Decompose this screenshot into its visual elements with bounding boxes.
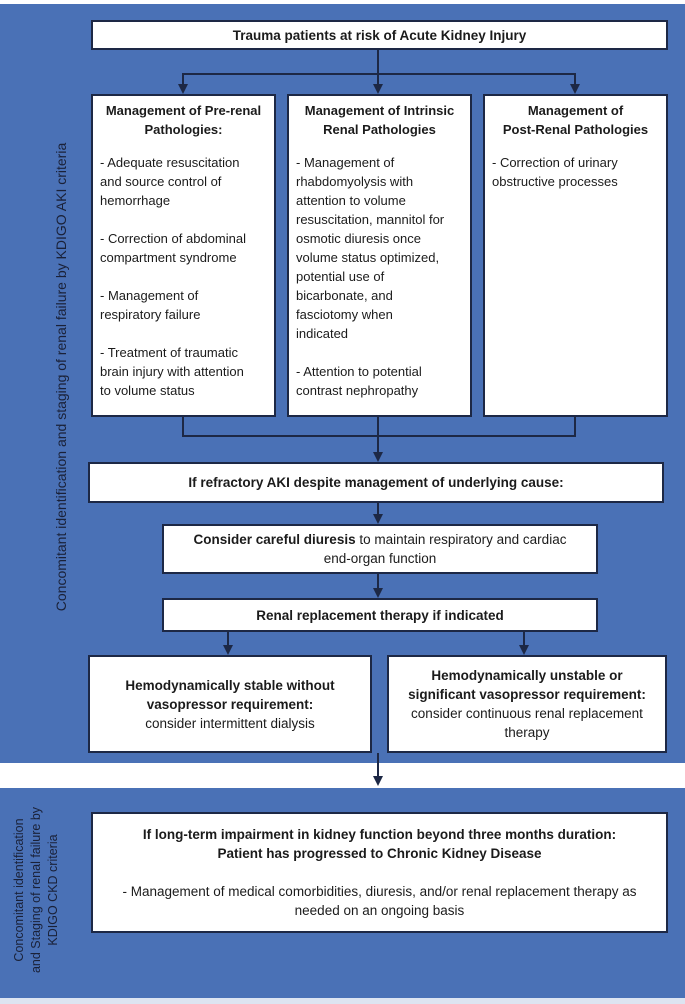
unstable-rest-text: consider continuous renal replacement th… [411, 706, 643, 740]
connector-diuresis-rrt [377, 574, 379, 588]
node-intrinsic-title: Management of Intrinsic Renal Pathologie… [304, 103, 455, 137]
connector-postrenal-down [574, 417, 576, 437]
connector-intrinsic-down [377, 417, 379, 437]
aki-side-label: Concomitant identification and staging o… [53, 142, 69, 612]
node-prerenal-management: Management of Pre-renal Pathologies: - A… [91, 94, 276, 417]
connector-rrt-unstable [523, 632, 525, 646]
connector-merge-hbar [182, 435, 576, 437]
node-chronic-kidney-disease: If long-term impairment in kidney functi… [91, 812, 668, 933]
arrowhead-prerenal [178, 84, 188, 94]
node-careful-diuresis-text: Consider careful diuresis to maintain re… [194, 530, 567, 568]
connector-refractory-diuresis [377, 503, 379, 515]
bottom-edge-strip [0, 998, 685, 1004]
prerenal-item: - Management of respiratory failure [100, 288, 201, 322]
connector-merge-stem [377, 437, 379, 453]
node-refractory-aki-text: If refractory AKI despite management of … [188, 475, 564, 490]
ckd-side-label: Concomitant identification and Staging o… [12, 806, 60, 974]
node-hemodynamically-stable: Hemodynamically stable without vasopress… [88, 655, 372, 753]
node-prerenal-title: Management of Pre-renal Pathologies: [105, 103, 262, 137]
connector-trauma-hbar [182, 73, 576, 75]
arrowhead-ckd [373, 776, 383, 786]
node-careful-diuresis: Consider careful diuresis to maintain re… [162, 524, 598, 574]
diuresis-bold-text: Consider careful diuresis [193, 532, 356, 547]
node-postrenal-title: Management of Post-Renal Pathologies [502, 103, 649, 137]
ckd-body-text: - Management of medical comorbidities, d… [122, 884, 637, 918]
node-refractory-aki: If refractory AKI despite management of … [88, 462, 664, 503]
connector-intrinsic-stem [377, 75, 379, 88]
arrowhead-rrt [373, 588, 383, 598]
intrinsic-item: - Management of rhabdomyolysis with atte… [296, 155, 445, 341]
node-rrt-indicated-text: Renal replacement therapy if indicated [256, 607, 504, 623]
stable-rest-text: consider intermittent dialysis [145, 715, 315, 731]
prerenal-item: - Treatment of traumatic brain injury wi… [100, 345, 244, 398]
prerenal-item: - Correction of abdominal compartment sy… [100, 231, 246, 265]
stable-bold-text: Hemodynamically stable without vasopress… [125, 677, 335, 712]
ckd-title-text: If long-term impairment in kidney functi… [142, 827, 617, 861]
arrowhead-diuresis [373, 514, 383, 524]
connector-prerenal-stem [182, 75, 184, 88]
intrinsic-item: - Attention to potential contrast nephro… [296, 364, 422, 398]
node-hemodynamically-unstable: Hemodynamically unstable or significant … [387, 655, 667, 753]
connector-rrt-stable [227, 632, 229, 646]
connector-trauma-stem [377, 49, 379, 75]
prerenal-item: - Adequate resuscitation and source cont… [100, 155, 240, 208]
unstable-bold-text: Hemodynamically unstable or significant … [408, 668, 646, 702]
arrowhead-refractory [373, 452, 383, 462]
arrowhead-unstable [519, 645, 529, 655]
node-rrt-indicated: Renal replacement therapy if indicated [162, 598, 598, 632]
node-intrinsic-management: Management of Intrinsic Renal Pathologie… [287, 94, 472, 417]
diuresis-rest-text: to maintain respiratory and cardiac end-… [323, 532, 567, 566]
arrowhead-postrenal [570, 84, 580, 94]
arrowhead-intrinsic [373, 84, 383, 94]
postrenal-item: - Correction of urinary obstructive proc… [492, 155, 618, 189]
node-trauma-patients: Trauma patients at risk of Acute Kidney … [91, 20, 668, 50]
connector-prerenal-down [182, 417, 184, 437]
node-trauma-patients-text: Trauma patients at risk of Acute Kidney … [232, 27, 527, 43]
connector-postrenal-stem [574, 75, 576, 88]
arrowhead-stable [223, 645, 233, 655]
connector-aki-ckd-stem [377, 753, 379, 777]
node-postrenal-management: Management of Post-Renal Pathologies - C… [483, 94, 668, 417]
